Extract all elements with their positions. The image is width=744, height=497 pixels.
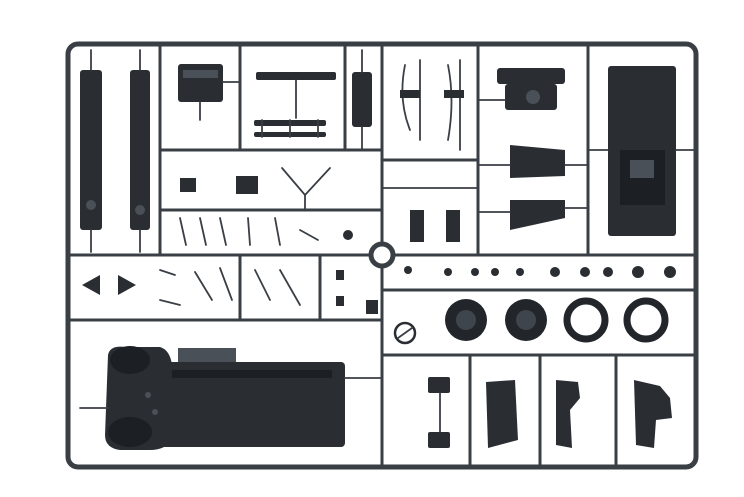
road-wheels [445,297,669,343]
gearbox-part [352,49,372,151]
sprue-gate-ring [368,241,396,269]
fender-parts [477,145,589,230]
bracket-parts [82,267,378,314]
door-parts [428,377,672,448]
suspension-rods [400,59,464,151]
radiator-grille-part [178,64,241,121]
seat-part [477,68,565,110]
floor-plate-part [587,66,697,236]
track-rail-right [130,49,150,253]
bumper-part [254,72,336,138]
hull-body-part [79,346,383,450]
steering-wheel-part [393,321,417,345]
mid-small-parts [180,167,479,242]
knob-parts [404,266,676,278]
track-rail-left [80,49,102,253]
lever-parts [179,217,353,246]
